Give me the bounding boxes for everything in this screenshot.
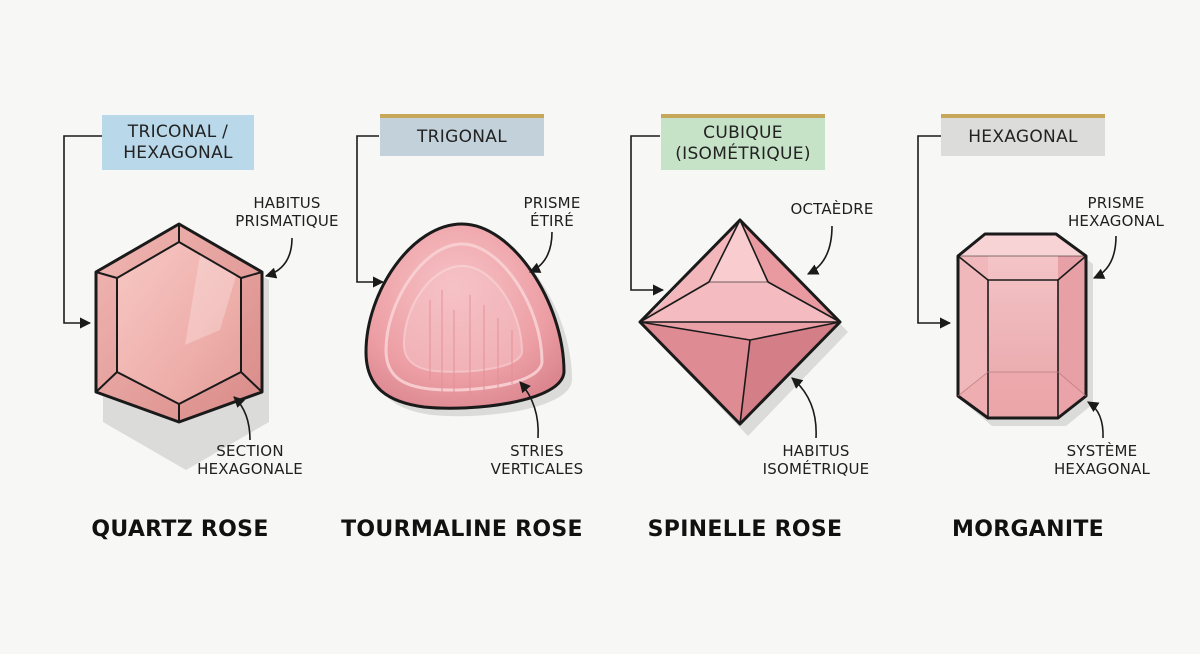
spinel-top-arrow bbox=[806, 225, 833, 275]
tourmaline-name: TOURMALINE ROSE bbox=[341, 517, 583, 542]
spinel-bottom-label: HABITUS ISOMÉTRIQUE bbox=[750, 442, 882, 478]
quartz-name: QUARTZ ROSE bbox=[91, 517, 269, 542]
morganite-system-connector bbox=[917, 135, 952, 329]
morganite-top-label: PRISME HEXAGONAL bbox=[1054, 194, 1178, 230]
quartz-top-label: HABITUS PRISMATIQUE bbox=[214, 194, 360, 230]
spinel-system-line-2: (ISOMÉTRIQUE) bbox=[675, 144, 811, 164]
quartz-bottom-arrow bbox=[233, 396, 251, 441]
tourmaline-bottom-label-line-2: VERTICALES bbox=[490, 460, 584, 478]
system-accent-bar bbox=[941, 114, 1105, 118]
morganite-name: MORGANITE bbox=[952, 517, 1104, 542]
quartz-top-label-line-1: HABITUS bbox=[253, 194, 321, 212]
quartz-system-line-2: HEXAGONAL bbox=[123, 142, 233, 163]
morganite-top-arrow bbox=[1092, 235, 1117, 279]
morganite-bottom-label-line-2: HEXAGONAL bbox=[1053, 460, 1151, 478]
spinel-system-line-1: CUBIQUE bbox=[703, 123, 783, 143]
tourmaline-system-line-1: TRIGONAL bbox=[417, 126, 507, 147]
system-accent-bar bbox=[380, 114, 544, 118]
quartz-system-connector bbox=[63, 135, 102, 329]
morganite-system-line-1: HEXAGONAL bbox=[968, 126, 1078, 147]
quartz-top-label-line-2: PRISMATIQUE bbox=[235, 212, 339, 230]
spinel-system-box: CUBIQUE (ISOMÉTRIQUE) bbox=[661, 118, 825, 170]
quartz-bottom-label: SECTION HEXAGONALE bbox=[180, 442, 320, 478]
spinel-bottom-label-line-2: ISOMÉTRIQUE bbox=[762, 460, 870, 478]
spinel-top-label-line-1: OCTAÈDRE bbox=[790, 200, 874, 218]
morganite-top-label-line-2: HEXAGONAL bbox=[1067, 212, 1165, 230]
quartz-top-arrow bbox=[264, 237, 293, 279]
quartz-bottom-label-line-2: HEXAGONALE bbox=[197, 460, 303, 478]
spinel-name: SPINELLE ROSE bbox=[647, 517, 843, 542]
morganite-bottom-label-line-1: SYSTÈME bbox=[1066, 442, 1138, 460]
tourmaline-bottom-arrow bbox=[519, 381, 539, 439]
spinel-top-label: OCTAÈDRE bbox=[776, 200, 888, 218]
system-accent-bar bbox=[661, 114, 825, 118]
tourmaline-bottom-label: STRIES VERTICALES bbox=[477, 442, 597, 478]
morganite-bottom-label: SYSTÈME HEXAGONAL bbox=[1040, 442, 1164, 478]
tourmaline-top-label-line-1: PRISME bbox=[523, 194, 581, 212]
spinel-crystal bbox=[638, 218, 848, 436]
tourmaline-system-box: TRIGONAL bbox=[380, 118, 544, 156]
tourmaline-top-label-line-2: ÉTIRÉ bbox=[530, 212, 574, 230]
morganite-bottom-arrow bbox=[1087, 401, 1104, 439]
spinel-bottom-arrow bbox=[791, 377, 817, 439]
morganite-crystal bbox=[956, 232, 1093, 426]
tourmaline-crystal bbox=[364, 222, 572, 417]
tourmaline-bottom-label-line-1: STRIES bbox=[510, 442, 564, 460]
spinel-system-connector bbox=[630, 135, 665, 296]
tourmaline-top-arrow bbox=[528, 231, 553, 273]
morganite-system-box: HEXAGONAL bbox=[941, 118, 1105, 156]
quartz-system-box: TRICONAL / HEXAGONAL bbox=[102, 115, 254, 170]
tourmaline-system-connector bbox=[356, 135, 385, 288]
quartz-crystal bbox=[94, 222, 269, 470]
morganite-top-label-line-1: PRISME bbox=[1087, 194, 1145, 212]
spinel-bottom-label-line-1: HABITUS bbox=[782, 442, 850, 460]
quartz-system-line-1: TRICONAL / bbox=[127, 121, 229, 142]
quartz-bottom-label-line-1: SECTION bbox=[216, 442, 284, 460]
tourmaline-top-label: PRISME ÉTIRÉ bbox=[500, 194, 604, 230]
